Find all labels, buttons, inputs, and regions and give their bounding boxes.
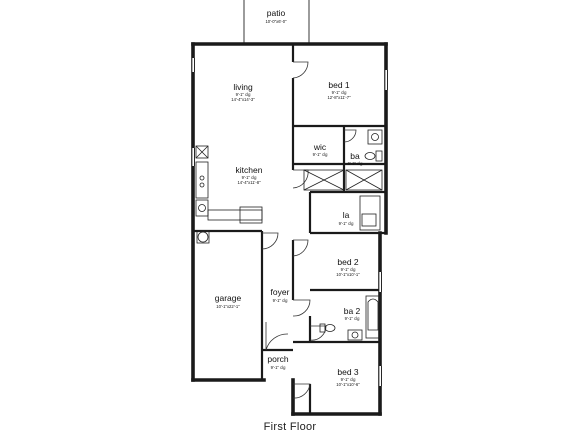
room-ceiling: 9'-1" clg — [313, 152, 329, 157]
room-name: patio — [267, 8, 286, 18]
room-name: living — [233, 82, 253, 92]
room-foyer: foyer 9'-1" clg — [271, 287, 290, 303]
patio-outline — [243, 0, 310, 44]
room-name: bed 2 — [337, 257, 359, 267]
room-dimension: 10'-1"x10'-6" — [336, 382, 360, 387]
room-name: wic — [313, 142, 327, 152]
interior-walls — [193, 44, 386, 414]
room-dimension: 10'-0"x6'-0" — [265, 19, 287, 24]
room-name: ba — [350, 151, 360, 161]
room-ceiling: 9'-1" clg — [332, 90, 348, 95]
room-ceiling: 9'-1" clg — [345, 316, 361, 321]
room-living: living 9'-1" clg 14'-4"x14'-3" — [231, 82, 255, 102]
room-ceiling: 9'-1" clg — [339, 221, 355, 226]
window-lines — [191, 58, 388, 386]
room-bed3: bed 3 9'-1" clg 10'-1"x10'-6" — [336, 367, 360, 387]
room-name: kitchen — [236, 165, 263, 175]
room-name: bed 3 — [337, 367, 359, 377]
room-ba1: ba 9'-1" clg — [348, 151, 364, 166]
room-name: ba 2 — [344, 306, 361, 316]
room-kitchen: kitchen 9'-1" clg 14'-4"x11'-8" — [236, 165, 263, 185]
room-dimension: 12'-8"x11'-7" — [327, 95, 351, 100]
room-la: la 9'-1" clg — [339, 210, 355, 226]
room-name: bed 1 — [328, 80, 350, 90]
room-ceiling: 9'-1" clg — [242, 175, 258, 180]
room-ceiling: 9'-1" clg — [341, 377, 357, 382]
room-name: la — [343, 210, 350, 220]
room-name: porch — [267, 354, 289, 364]
room-bed1: bed 1 9'-1" clg 12'-8"x11'-7" — [327, 80, 351, 100]
room-dimension: 14'-4"x14'-3" — [231, 97, 255, 102]
room-ba2: ba 2 9'-1" clg — [344, 306, 361, 321]
door-swings — [261, 61, 357, 399]
exterior-walls — [191, 42, 388, 416]
room-garage: garage 10'-1"x22'-1" — [215, 293, 242, 309]
room-name: foyer — [271, 287, 290, 297]
room-dimension: 10'-1"x10'-1" — [336, 272, 360, 277]
room-ceiling: 9'-1" clg — [271, 365, 287, 370]
room-name: garage — [215, 293, 242, 303]
room-ceiling: 9'-1" clg — [236, 92, 252, 97]
floor-title: First Floor — [264, 421, 317, 432]
room-porch: porch 9'-1" clg — [267, 354, 289, 370]
room-dimension: 14'-4"x11'-8" — [237, 180, 261, 185]
room-ceiling: 9'-1" clg — [348, 161, 364, 166]
room-ceiling: 9'-1" clg — [341, 267, 357, 272]
fixtures — [195, 129, 383, 341]
windows — [192, 58, 387, 386]
room-ceiling: 9'-1" clg — [273, 298, 289, 303]
room-wic: wic 9'-1" clg — [313, 142, 329, 157]
room-patio: patio 10'-0"x6'-0" — [265, 8, 287, 24]
room-bed2: bed 2 9'-1" clg 10'-1"x10'-1" — [336, 257, 360, 277]
room-dimension: 10'-1"x22'-1" — [216, 304, 240, 309]
